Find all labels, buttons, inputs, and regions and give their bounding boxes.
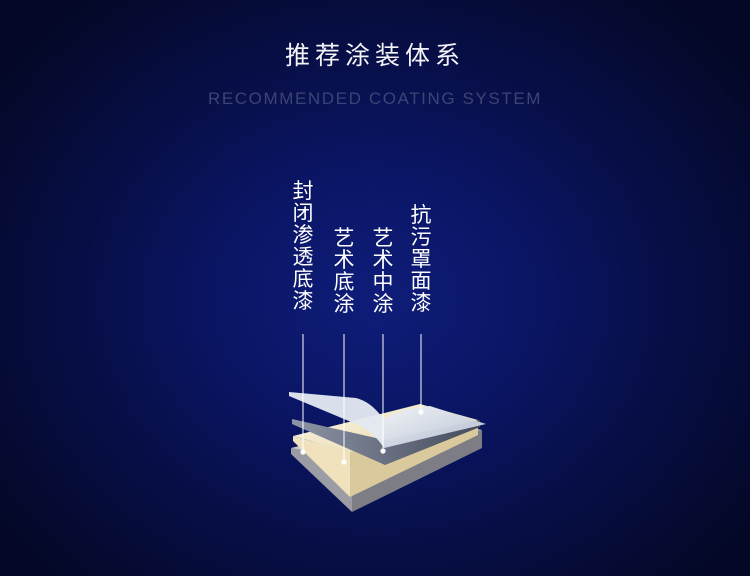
- layer-label-art-base-coat: 艺术底涂: [333, 226, 355, 316]
- leader-dot-art-mid-coat: [380, 448, 386, 454]
- layer-label-anti-fouling-topcoat: 抗污罩面漆: [410, 203, 432, 315]
- page-title: 推荐涂装体系: [284, 41, 465, 70]
- layer-label-art-mid-coat: 艺术中涂: [372, 226, 394, 316]
- leader-lines: [300, 334, 424, 465]
- leader-dot-art-base-coat: [341, 459, 347, 465]
- layer-label-sealing-primer: 封闭渗透底漆: [292, 179, 314, 313]
- leader-dot-sealing-primer: [300, 449, 306, 455]
- page-subtitle: RECOMMENDED COATING SYSTEM: [207, 89, 543, 108]
- leader-dot-topcoat: [418, 409, 424, 415]
- topcoat-layer: [289, 392, 486, 448]
